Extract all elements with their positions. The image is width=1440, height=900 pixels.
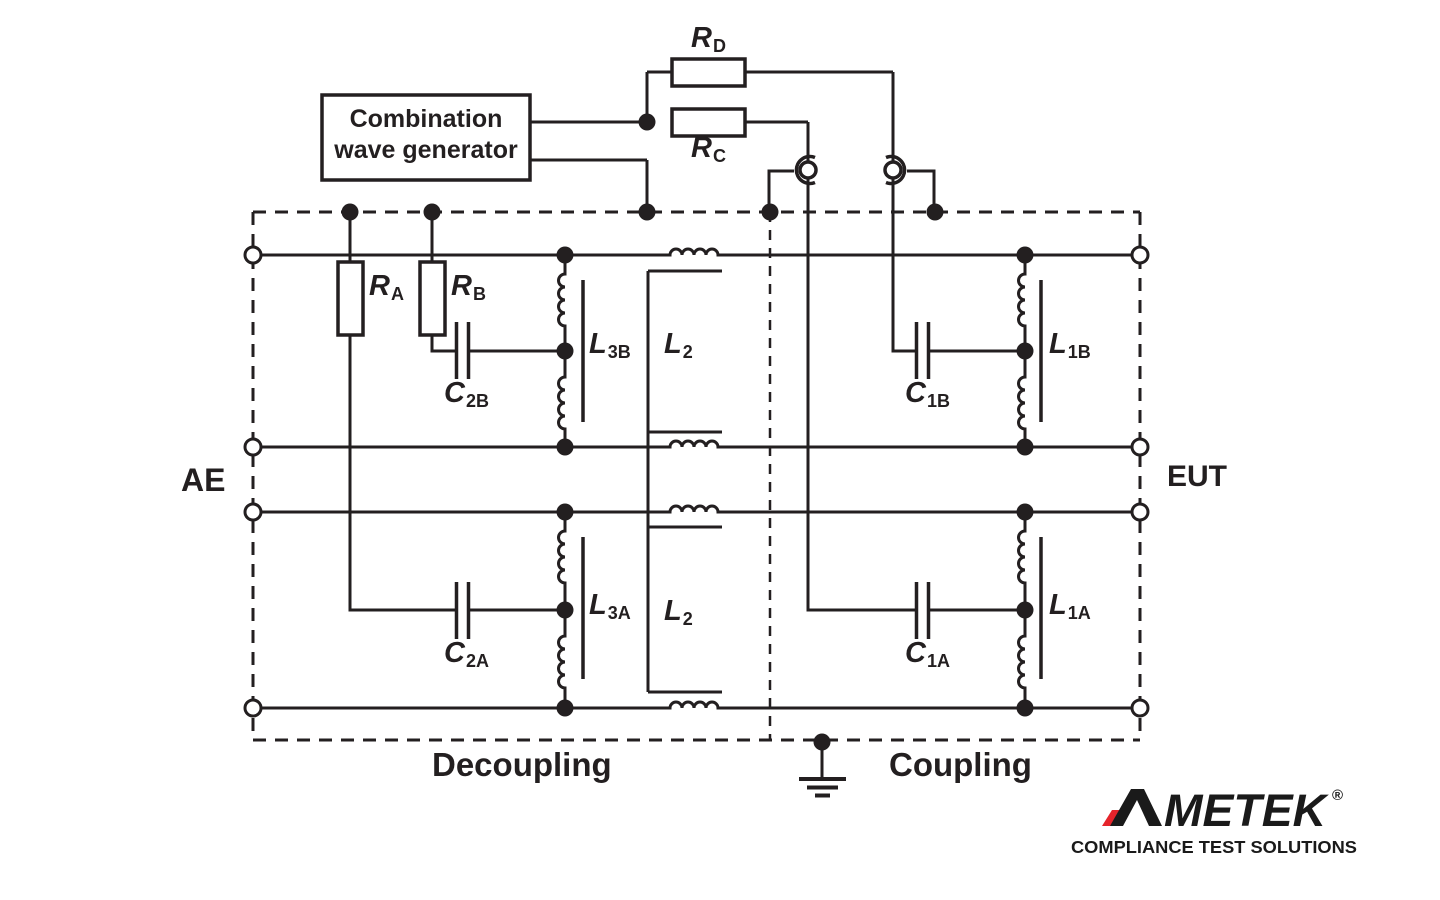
resistor-rd-symbol [670,57,747,88]
junction-dot [813,733,831,751]
c1b-feed-wire [891,178,916,353]
eut-terminal [1130,698,1150,718]
coupling-connectors [794,154,907,186]
eut-terminal [1130,502,1150,522]
junction-dot [556,699,574,717]
generator-label-line1: Combination [349,105,503,133]
ae-port-label: AE [181,462,226,498]
junction-dot [1016,438,1034,456]
ametek-wordmark: METEK [1164,785,1330,836]
label-ra: RA [369,270,404,304]
eut-port-label: EUT [1167,460,1227,493]
label-c2b: C2B [444,377,489,411]
label-l2-bottom: L2 [664,595,693,629]
bus-line-4 [253,700,1140,710]
junction-dot [423,203,441,221]
junction-dot [556,438,574,456]
inductor-l2-core-bracket [646,269,722,694]
junction-dot [1016,503,1034,521]
label-c2a: C2A [444,637,489,671]
label-rc: RC [691,132,726,166]
inductor-l1b-winding [1017,255,1027,447]
label-l3a: L3A [589,589,631,623]
boxes [320,57,747,337]
dashed-enclosure [251,210,1142,742]
label-c1a: C1A [905,637,950,671]
junction-dot [638,203,656,221]
generator-label-line2: wave generator [334,136,518,164]
resistor-rb-symbol [418,260,447,337]
junction-dot [556,246,574,264]
capacitors [454,322,931,639]
junction-dot [761,203,779,221]
c1a-feed-wire [806,178,916,612]
inductor-l3b-winding [557,255,567,447]
capacitor-c2b-symbol [454,322,471,379]
inductor-l3a-winding [557,512,567,708]
connector-left-socket-icon [798,160,818,180]
ametek-tagline: COMPLIANCE TEST SOLUTIONS [1071,837,1357,857]
capacitor-c1b-symbol [914,322,931,379]
junction-dots [341,113,1034,751]
terminals [243,245,1150,718]
label-l1b: L1B [1049,328,1091,362]
ae-terminal [243,502,263,522]
connector-right-hook-wire [907,169,936,204]
junction-dot [1016,342,1034,360]
generator-box [320,93,532,182]
label-l2-top: L2 [664,328,693,362]
generator-output-bottom-wire [530,158,649,212]
connector-right-arc-icon [885,154,907,186]
connector-left-hook-wire [767,169,794,204]
junction-dot [341,203,359,221]
junction-dot [556,342,574,360]
bus-line-2 [253,439,1140,449]
ae-terminal [243,698,263,718]
bus-lines [253,247,1140,710]
junction-dot [638,113,656,131]
vertical-inductors [557,255,1043,708]
rc-to-connector-wire [745,120,810,161]
ae-terminal [243,437,263,457]
capacitor-c1a-symbol [914,582,931,639]
connector-left-arc-icon [794,154,816,186]
ametek-logo-a-icon [1110,789,1162,826]
capacitor-c2a-symbol [454,582,471,639]
ametek-logo: METEK ® COMPLIANCE TEST SOLUTIONS [1071,785,1357,857]
ae-terminal [243,245,263,265]
junction-dot [926,203,944,221]
inductor-core-bars [581,280,1043,679]
eut-terminal [1130,437,1150,457]
label-c1b: C1B [905,377,950,411]
generator-label: Combination wave generator [322,104,530,166]
inductor-l1a-winding [1017,512,1027,708]
junction-dot [1016,699,1034,717]
label-l1a: L1A [1049,589,1091,623]
junction-dot [556,503,574,521]
eut-terminal [1130,245,1150,265]
label-l3b: L3B [589,328,631,362]
connector-right-socket-icon [883,160,903,180]
resistor-ra-symbol [336,260,365,337]
bus-line-3 [253,504,1140,514]
coupling-section-label: Coupling [889,746,1032,783]
junction-dot [556,601,574,619]
label-rb: RB [451,270,486,304]
junction-dot [1016,246,1034,264]
junction-dot [1016,601,1034,619]
resistor-rc-symbol [670,107,747,138]
wires [348,70,1025,612]
label-rd: RD [691,22,726,56]
decoupling-section-label: Decoupling [432,746,612,783]
rd-to-connector-wire [745,70,895,161]
registered-trademark-icon: ® [1332,787,1343,804]
bus-line-1 [253,247,1140,257]
